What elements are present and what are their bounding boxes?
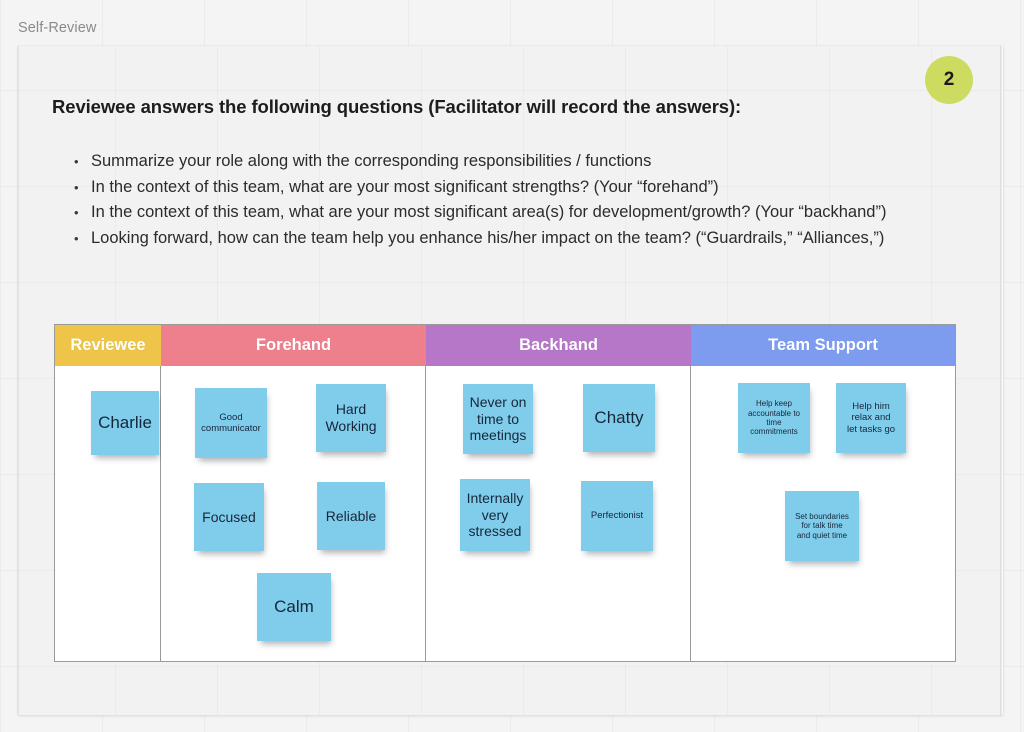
slide-canvas: 2 Reviewee answers the following questio… (18, 46, 1003, 715)
sticky-note[interactable]: Help him relax and let tasks go (836, 383, 906, 453)
column-header-reviewee: Reviewee (55, 325, 161, 366)
slide-right-edge (1000, 46, 1003, 715)
sticky-note[interactable]: Hard Working (316, 384, 386, 452)
column-cell-team-support: Help keep accountable to time commitment… (691, 366, 955, 661)
list-item-text: In the context of this team, what are yo… (91, 203, 887, 221)
column-header-team-support: Team Support (691, 325, 955, 366)
bullet-marker: • (74, 154, 79, 169)
sticky-note[interactable]: Set boundaries for talk time and quiet t… (785, 491, 859, 561)
column-header-backhand: Backhand (426, 325, 691, 366)
sticky-note[interactable]: Perfectionist (581, 481, 653, 551)
sticky-note[interactable]: Good communicator (195, 388, 267, 458)
sticky-note[interactable]: Chatty (583, 384, 655, 452)
list-item: • In the context of this team, what are … (74, 175, 954, 201)
sticky-note[interactable]: Calm (257, 573, 331, 641)
list-item-text: Summarize your role along with the corre… (91, 152, 652, 170)
list-item: • Summarize your role along with the cor… (74, 149, 954, 175)
sticky-note[interactable]: Help keep accountable to time commitment… (738, 383, 810, 453)
column-cell-reviewee: Charlie (55, 366, 161, 661)
bullet-marker: • (74, 179, 79, 195)
question-list: • Summarize your role along with the cor… (74, 149, 954, 251)
sticky-note[interactable]: Internally very stressed (460, 479, 530, 551)
sticky-note[interactable]: Focused (194, 483, 264, 551)
slide-number-badge: 2 (925, 56, 973, 104)
sticky-note[interactable]: Charlie (91, 391, 159, 455)
sticky-note[interactable]: Never on time to meetings (463, 384, 533, 454)
list-item: • In the context of this team, what are … (74, 200, 954, 226)
list-item: • Looking forward, how can the team help… (74, 226, 954, 252)
feedback-board: Reviewee Forehand Backhand Team Support … (54, 324, 956, 662)
board-header-row: Reviewee Forehand Backhand Team Support (55, 325, 955, 366)
document-label: Self-Review (18, 20, 97, 36)
list-item-text: Looking forward, how can the team help y… (91, 228, 885, 247)
bullet-marker: • (74, 230, 79, 246)
list-item-text: In the context of this team, what are yo… (91, 177, 719, 196)
sticky-note[interactable]: Reliable (317, 482, 385, 550)
page-title: Reviewee answers the following questions… (52, 96, 742, 117)
bullet-marker: • (74, 205, 79, 220)
column-header-forehand: Forehand (161, 325, 426, 366)
